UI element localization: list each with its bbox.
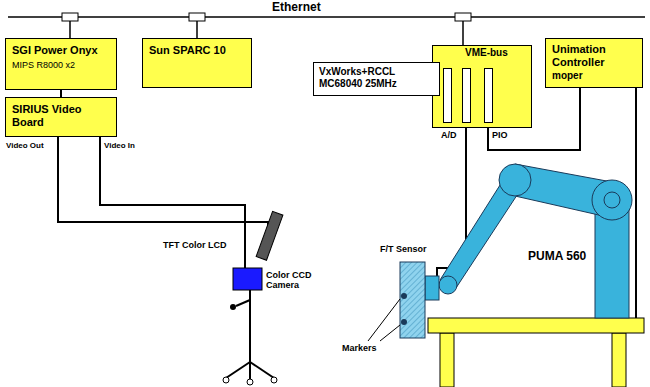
board-slot (484, 68, 493, 123)
box-title: VxWorks+RCCL MC68040 25MHz (319, 66, 434, 89)
stand-wheel (247, 379, 253, 385)
box-title: VME-bus (465, 47, 525, 59)
network-drop (69, 21, 71, 38)
leader-line (380, 325, 400, 341)
board-slot (462, 68, 471, 123)
box-subtitle: MIPS R8000 x2 (12, 60, 110, 70)
system-box: Unimation Controller moper (545, 38, 643, 88)
robot-elbow (499, 164, 531, 196)
leader-line (368, 299, 400, 341)
box-subtitle: moper (552, 70, 636, 82)
part-label: F/T Sensor (380, 244, 427, 254)
robot-shoulder (592, 180, 632, 220)
robot-table (428, 318, 644, 333)
network-tap (62, 13, 78, 21)
stand-handle (236, 300, 250, 306)
marker-plate (400, 262, 425, 338)
force-torque-sensor (425, 276, 439, 300)
part-label: Color CCD Camera (266, 270, 322, 291)
network-drop (196, 21, 198, 38)
robot-pedestal (595, 210, 629, 318)
cable (60, 90, 62, 97)
video-cable (58, 137, 268, 228)
ethernet-bus (8, 16, 645, 18)
robot-wrist (439, 276, 457, 294)
stand-wheel (271, 377, 277, 383)
part-label: Ethernet (272, 1, 321, 15)
lcd-monitor (256, 211, 283, 260)
part-label: Video Out (6, 141, 44, 150)
system-box: Sun SPARC 10 (142, 38, 252, 88)
stand-leg (250, 362, 274, 378)
controller-cable (635, 88, 637, 318)
robot-shoulder (604, 192, 620, 208)
box-title: SIRIUS Video Board (12, 103, 110, 128)
marker (401, 293, 407, 299)
part-label: Markers (342, 343, 377, 353)
part-label: TFT Color LCD (163, 240, 227, 250)
video-cable (100, 137, 245, 268)
system-box: SIRIUS Video Board (5, 97, 117, 137)
board-slot (443, 68, 452, 123)
network-tap (189, 13, 205, 21)
system-box: SGI Power OnyxMIPS R8000 x2 (5, 38, 117, 90)
network-drop (462, 21, 464, 45)
ccd-camera (233, 268, 262, 290)
part-label: PUMA 560 (528, 250, 586, 264)
part-label: Video In (104, 141, 135, 150)
bus-rack: VME-bus (432, 45, 532, 128)
stand-leg (226, 362, 250, 378)
stand-leg (249, 362, 251, 379)
part-label: PIO (492, 130, 508, 140)
stand-wheel (223, 377, 229, 383)
table-leg (612, 333, 626, 387)
box-title: SGI Power Onyx (12, 44, 110, 57)
box-title: Unimation Controller (552, 43, 636, 68)
system-box: VxWorks+RCCL MC68040 25MHz (313, 62, 440, 96)
marker (401, 319, 407, 325)
stand-handle (230, 304, 236, 310)
network-tap (455, 13, 471, 21)
box-title: Sun SPARC 10 (149, 44, 245, 57)
part-label: A/D (441, 130, 457, 140)
table-leg (440, 333, 454, 387)
